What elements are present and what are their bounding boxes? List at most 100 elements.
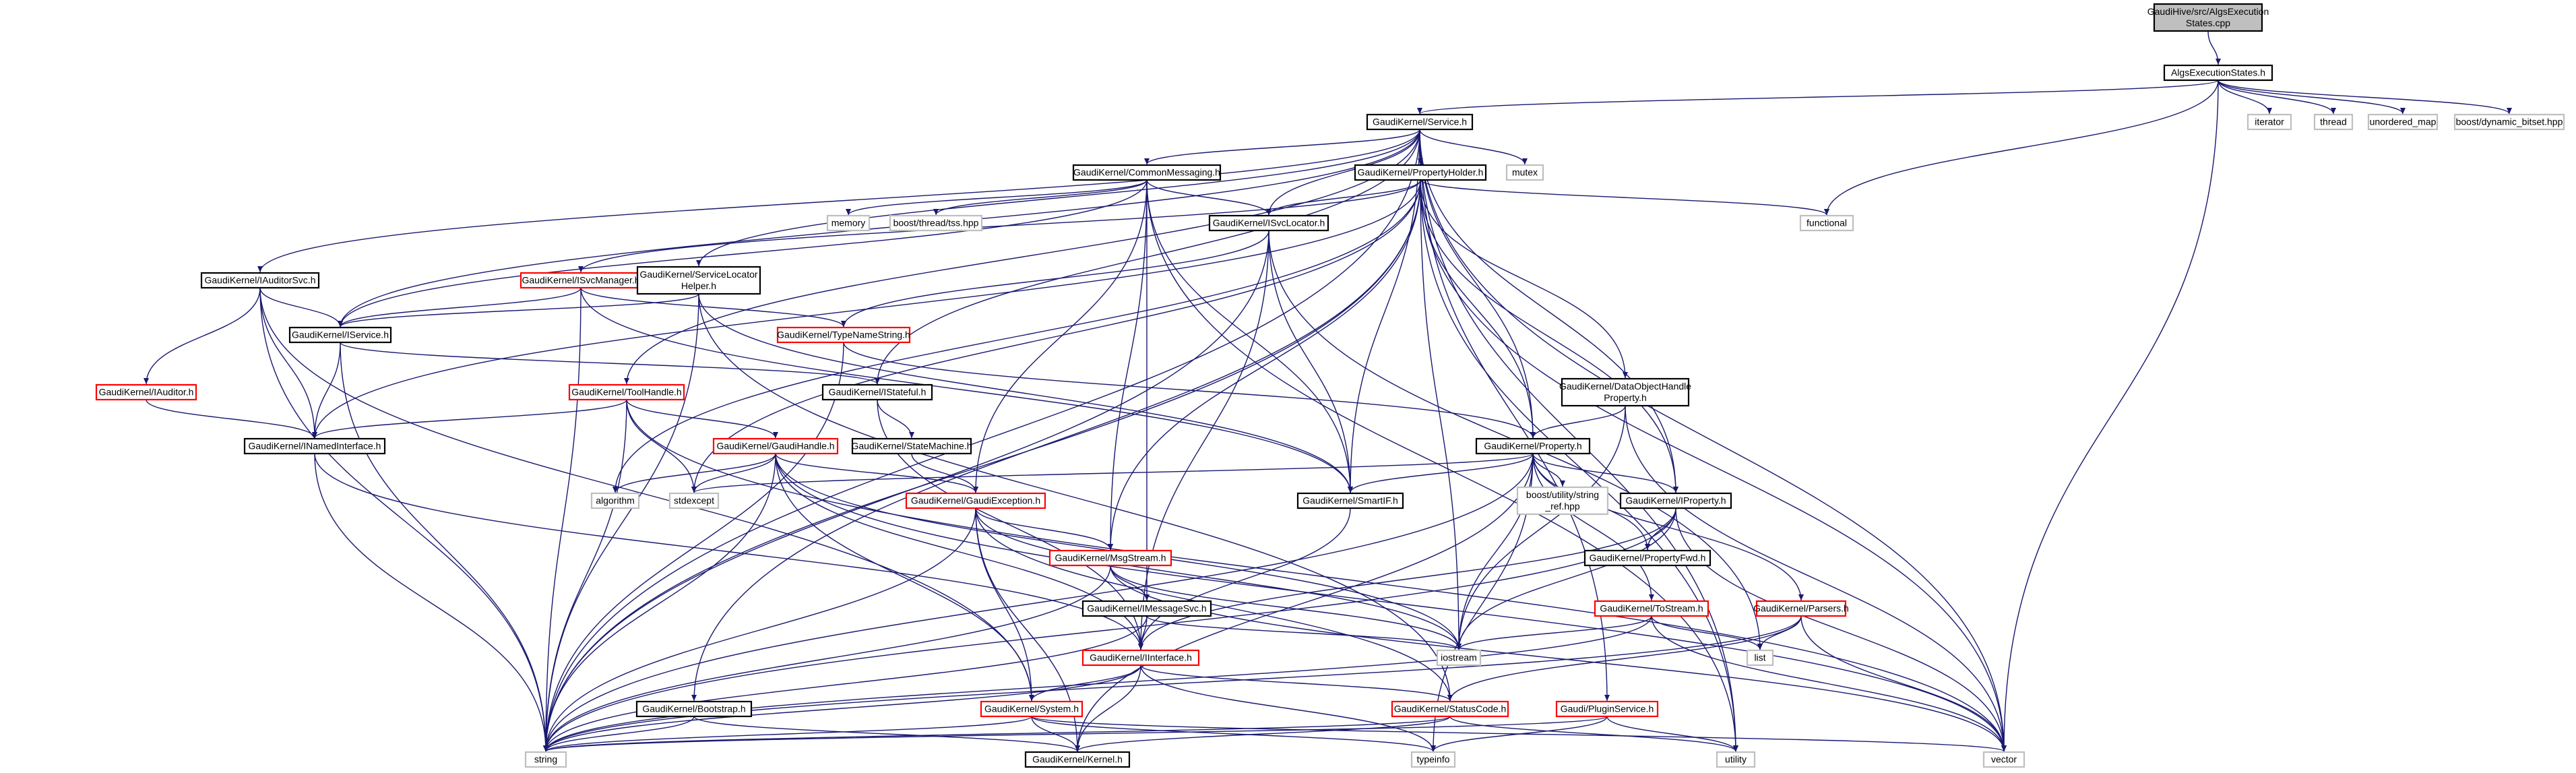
edge-gaudihandle-to-system [775, 453, 1034, 702]
node-propfwd[interactable]: GaudiKernel/PropertyFwd.h [1583, 549, 1711, 567]
node-box-vector [1982, 751, 2025, 768]
edge-ph-to-iproperty [1420, 179, 1678, 493]
node-imsgsvc[interactable]: GaudiKernel/IMessageSvc.h [1081, 600, 1212, 617]
edge-aes-to-thread [2218, 80, 2336, 115]
node-box-tostream [1594, 600, 1709, 617]
edge-gaudihandle-to-stdexcept [691, 453, 776, 493]
node-gex[interactable]: GaudiKernel/GaudiException.h [905, 492, 1046, 509]
edge-service-to-iproperty [1419, 129, 1678, 493]
edge-isvcloc-to-smartif [1268, 230, 1353, 493]
edge-service-to-smartif [1348, 129, 1420, 493]
node-typename[interactable]: GaudiKernel/TypeNameString.h [776, 326, 911, 344]
edge-statuscode-to-utility [1449, 716, 1738, 752]
node-smartif[interactable]: GaudiKernel/SmartIF.h [1296, 492, 1404, 509]
node-kernel[interactable]: GaudiKernel/Kernel.h [1024, 751, 1131, 768]
node-isvcmgr[interactable]: GaudiKernel/ISvcManager.h [520, 272, 642, 289]
node-algorithm: algorithm [590, 492, 640, 509]
edge-msgstream-to-string [543, 565, 1111, 752]
node-tostream[interactable]: GaudiKernel/ToStream.h [1594, 600, 1709, 617]
node-box-pluginsvc [1555, 700, 1659, 718]
edge-pluginsvc-to-utility [1606, 716, 1738, 752]
node-label-smartif: GaudiKernel/SmartIF.h [1302, 495, 1398, 506]
node-label-iauditorsvc: GaudiKernel/IAuditorSvc.h [205, 275, 316, 286]
edge-dohp-to-vector [1625, 405, 2007, 752]
node-statemachine[interactable]: GaudiKernel/StateMachine.h [851, 437, 972, 455]
node-thread: thread [2313, 113, 2354, 131]
edge-ph-to-functional [1420, 179, 1829, 216]
edge-cm-to-gex [973, 179, 1148, 493]
node-iauditor[interactable]: GaudiKernel/IAuditor.h [95, 383, 197, 401]
node-label-pluginsvc: Gaudi/PluginService.h [1561, 704, 1654, 714]
node-label-gaudihandle: GaudiKernel/GaudiHandle.h [716, 441, 834, 452]
node-service[interactable]: GaudiKernel/Service.h [1366, 113, 1474, 131]
node-pluginsvc[interactable]: Gaudi/PluginService.h [1555, 700, 1659, 718]
edge-statemachine-to-gex [911, 453, 978, 493]
node-label-parsers: GaudiKernel/Parsers.h [1753, 603, 1849, 614]
node-aes[interactable]: AlgsExecutionStates.h [2163, 64, 2273, 82]
node-box-propfwd [1583, 549, 1711, 567]
node-label-imsgsvc: GaudiKernel/IMessageSvc.h [1087, 603, 1206, 614]
node-label-mutex: mutex [1512, 167, 1538, 178]
node-label-msgstream: GaudiKernel/MsgStream.h [1055, 553, 1166, 563]
node-parsers[interactable]: GaudiKernel/Parsers.h [1753, 600, 1849, 617]
node-root[interactable]: GaudiHive/src/AlgsExecutionStates.cpp [2147, 3, 2269, 32]
node-iauditorsvc[interactable]: GaudiKernel/IAuditorSvc.h [200, 272, 320, 289]
node-box-algorithm [590, 492, 640, 509]
node-umap: unordered_map [2367, 113, 2439, 131]
node-box-bootstrap [635, 700, 753, 718]
edge-iauditorsvc-to-iservice [259, 287, 343, 328]
node-label-root: States.cpp [2186, 18, 2230, 28]
node-label-slh: Helper.h [681, 280, 716, 291]
node-toolhandle[interactable]: GaudiKernel/ToolHandle.h [568, 383, 685, 401]
edge-interface-to-string [543, 664, 1141, 752]
edge-gex-to-string [543, 507, 976, 752]
node-gaudihandle[interactable]: GaudiKernel/GaudiHandle.h [712, 437, 839, 455]
node-iproperty[interactable]: GaudiKernel/IProperty.h [1619, 492, 1732, 509]
node-label-tostream: GaudiKernel/ToStream.h [1600, 603, 1703, 614]
edge-cm-to-msgstream [1108, 179, 1148, 551]
node-box-cm [1072, 164, 1222, 181]
edge-cm-to-memory [846, 179, 1148, 216]
node-box-memory [826, 214, 871, 232]
node-label-vector: vector [1991, 754, 2017, 765]
node-iservice[interactable]: GaudiKernel/IService.h [288, 326, 392, 344]
node-interface[interactable]: GaudiKernel/IInterface.h [1081, 649, 1200, 667]
node-box-iostream [1436, 649, 1482, 667]
node-property[interactable]: GaudiKernel/Property.h [1475, 437, 1591, 455]
edge-toolhandle-to-vector [626, 399, 2007, 752]
node-bitset: boost/dynamic_bitset.hpp [2453, 113, 2565, 131]
node-typeinfo: typeinfo [1410, 751, 1456, 768]
edge-ph-to-vector [1420, 179, 2007, 752]
node-label-istateful: GaudiKernel/IStateful.h [829, 387, 926, 398]
node-statuscode[interactable]: GaudiKernel/StatusCode.h [1391, 700, 1509, 718]
node-label-iauditor: GaudiKernel/IAuditor.h [99, 387, 194, 398]
node-box-statemachine [851, 437, 972, 455]
node-inamed[interactable]: GaudiKernel/INamedInterface.h [243, 437, 386, 455]
node-box-ph [1354, 164, 1487, 181]
edge-slh-to-smartif [698, 293, 1353, 493]
node-label-statemachine: GaudiKernel/StateMachine.h [852, 441, 972, 452]
node-box-typename [776, 326, 911, 344]
node-bootstrap[interactable]: GaudiKernel/Bootstrap.h [635, 700, 753, 718]
edge-service-to-string [543, 129, 1420, 752]
edge-parsers-to-statuscode [1447, 615, 1802, 702]
node-istateful[interactable]: GaudiKernel/IStateful.h [821, 383, 933, 401]
node-label-cm: GaudiKernel/CommonMessaging.h [1073, 167, 1220, 178]
node-box-inamed [243, 437, 386, 455]
edge-aes-to-vector [2001, 80, 2219, 752]
node-ph[interactable]: GaudiKernel/PropertyHolder.h [1354, 164, 1487, 181]
node-label-string: string [534, 754, 557, 765]
edge-cm-to-tss [933, 179, 1148, 216]
node-cm[interactable]: GaudiKernel/CommonMessaging.h [1072, 164, 1222, 181]
node-label-bitset: boost/dynamic_bitset.hpp [2456, 117, 2563, 127]
node-system[interactable]: GaudiKernel/System.h [980, 700, 1083, 718]
edge-iproperty-to-vector [1675, 507, 2007, 752]
node-label-aes: AlgsExecutionStates.h [2171, 67, 2265, 78]
node-isvcloc[interactable]: GaudiKernel/ISvcLocator.h [1208, 214, 1329, 232]
node-msgstream[interactable]: GaudiKernel/MsgStream.h [1048, 549, 1172, 567]
edge-gaudihandle-to-algorithm [612, 453, 776, 493]
node-label-list: list [1754, 652, 1765, 663]
edge-service-to-vector [1419, 129, 2007, 752]
